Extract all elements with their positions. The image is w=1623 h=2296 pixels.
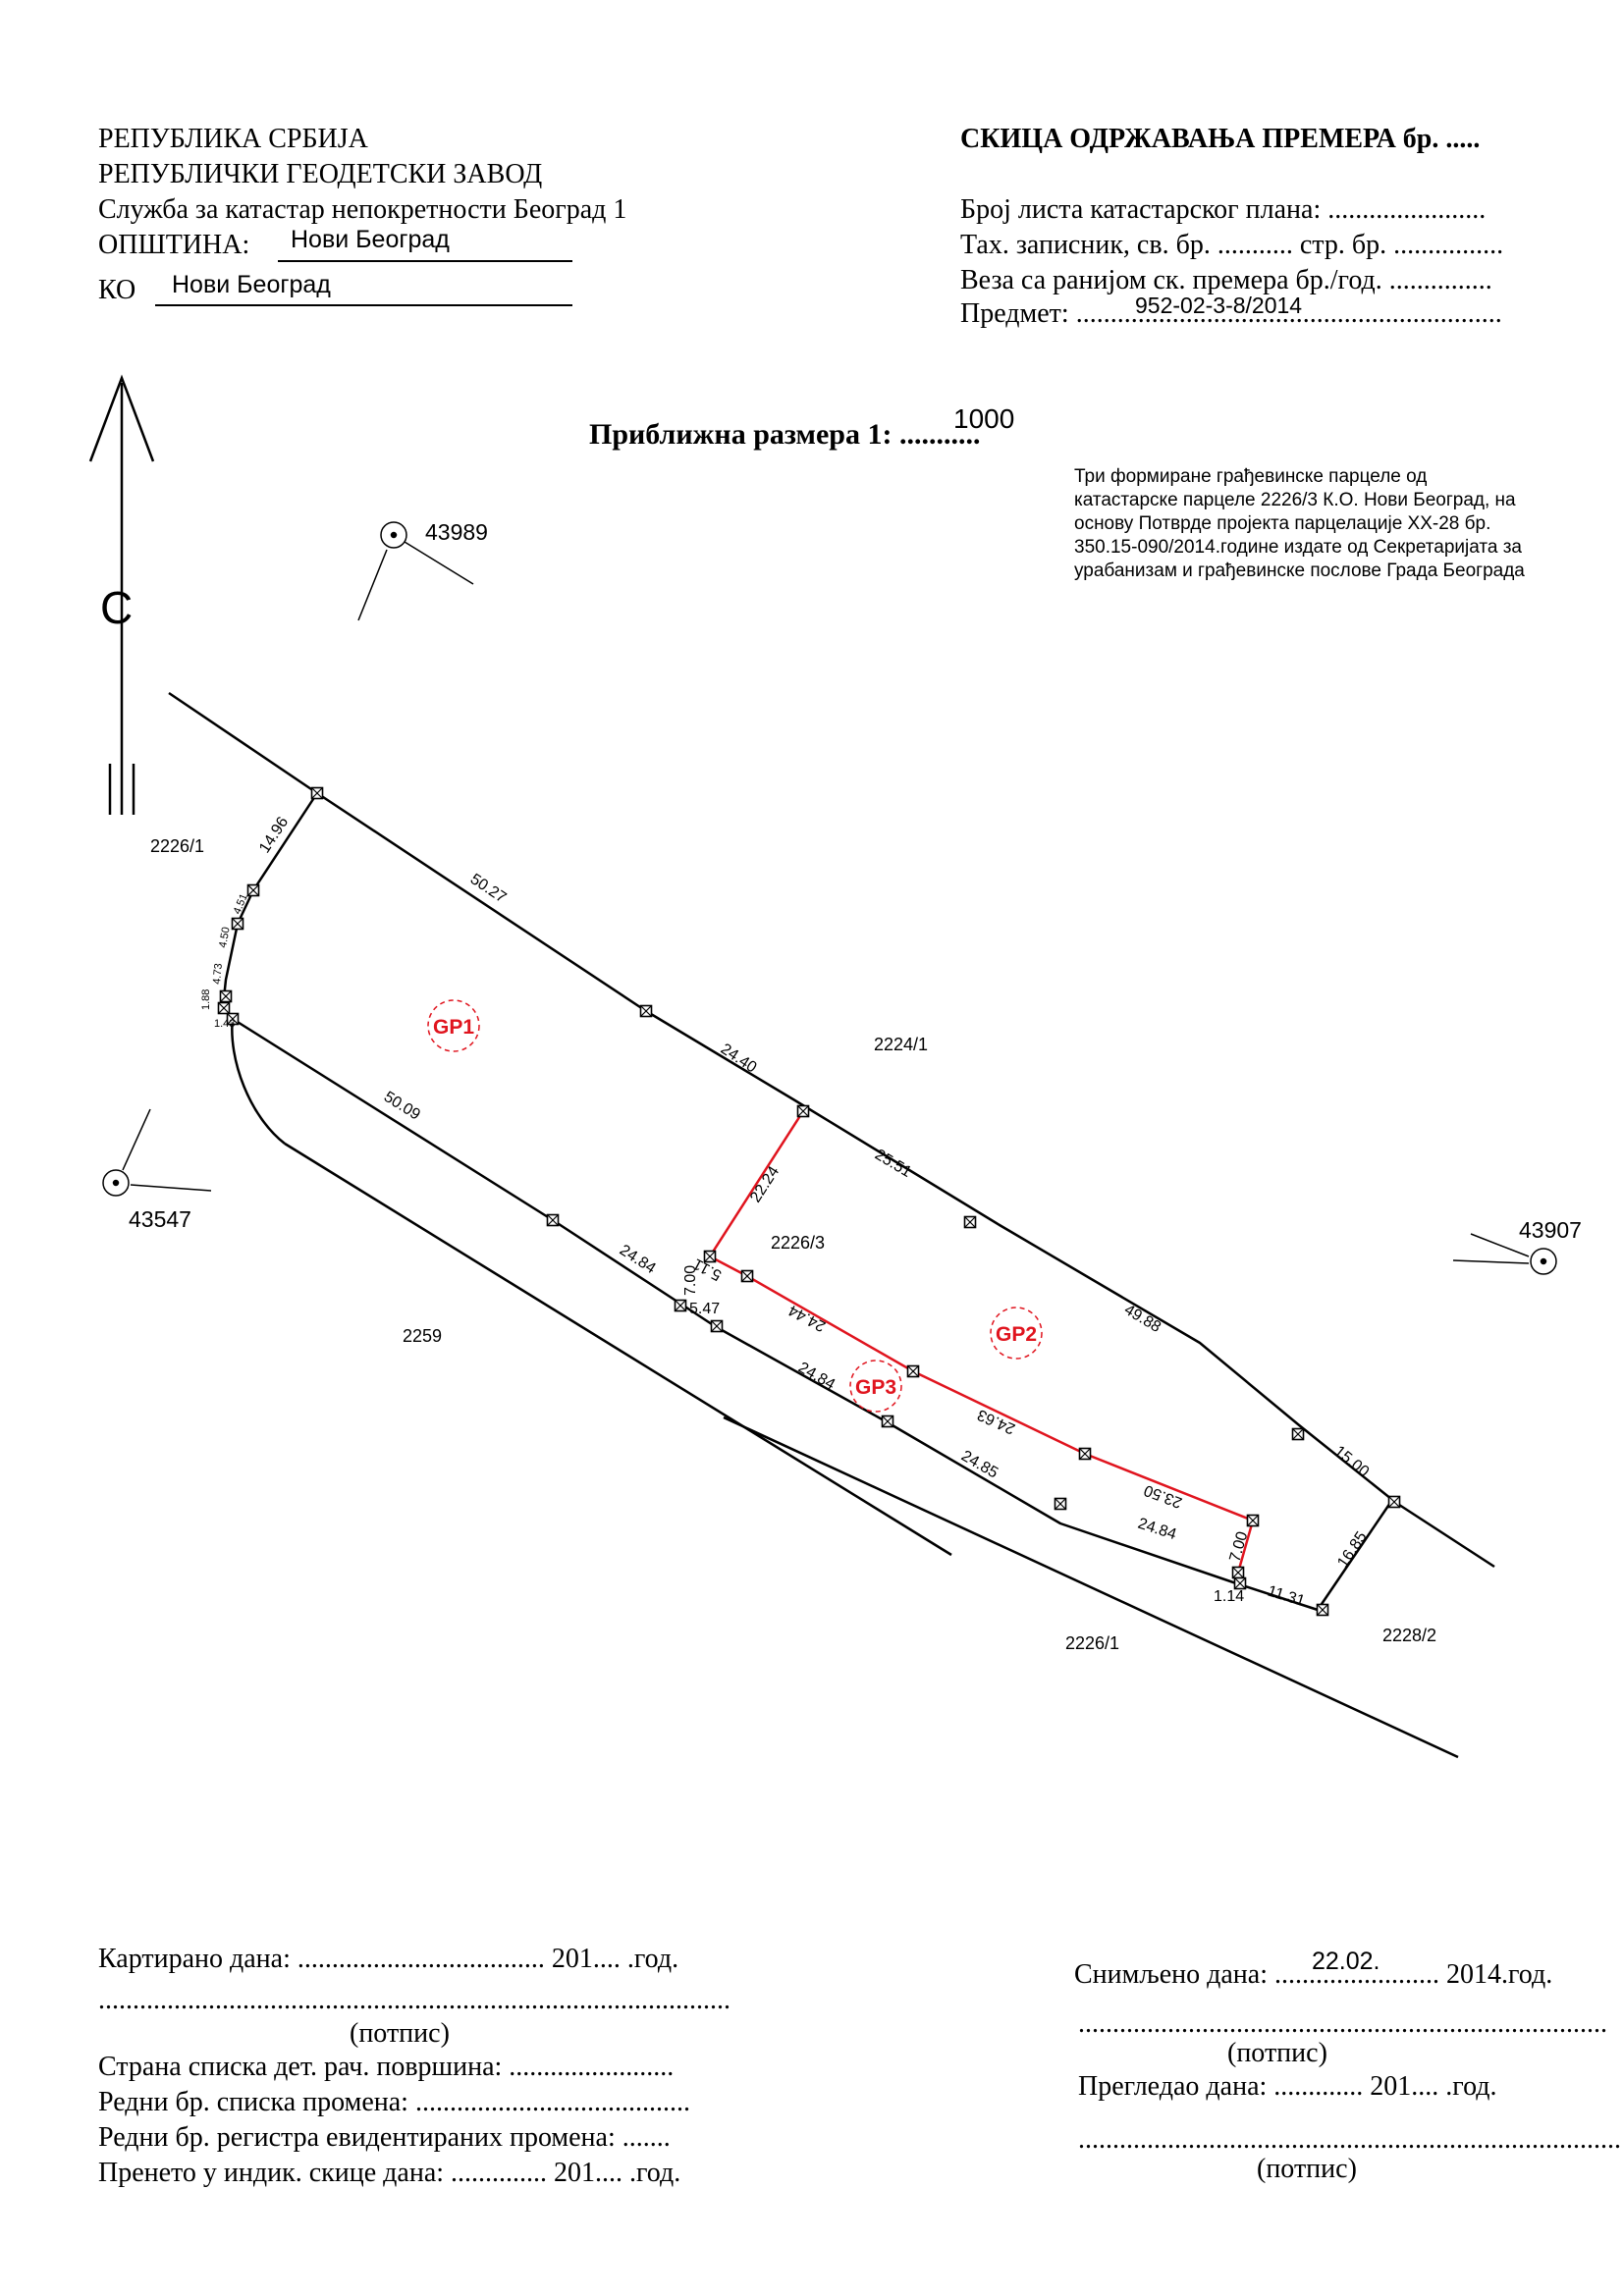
signature-label: (потпис) xyxy=(1227,2038,1327,2068)
measurement-label: 15.00 xyxy=(1330,1443,1372,1480)
measurement-label: 24.44 xyxy=(785,1302,828,1335)
measurement-label: 24.84 xyxy=(795,1360,838,1394)
ko-label: КО xyxy=(98,275,136,305)
measurement-label: 4.50 xyxy=(217,926,233,948)
control-point-43989-label: 43989 xyxy=(425,519,488,545)
control-point-43547-label: 43547 xyxy=(129,1206,191,1232)
signature-label: (потпис) xyxy=(350,2018,450,2049)
previous-sketch-line: Веза са ранијом ск. премера бр./год. ...… xyxy=(960,265,1492,295)
signature-line: ........................................… xyxy=(1078,2124,1621,2155)
measurement-label: 11.31 xyxy=(1266,1583,1307,1611)
control-point-icon xyxy=(357,521,474,621)
measurement-label: 1.88 xyxy=(200,989,212,1010)
gp1-label: GP1 xyxy=(433,1016,474,1039)
parcel-label: 2226/1 xyxy=(1065,1633,1119,1653)
measurement-label: 25.51 xyxy=(872,1147,914,1181)
republic-line: РЕПУБЛИКА СРБИЈА xyxy=(98,124,368,154)
municipality-value: Нови Београд xyxy=(291,226,450,253)
parcel-label: 2228/2 xyxy=(1382,1626,1436,1645)
measurement-label: 50.09 xyxy=(381,1089,423,1124)
measurement-label: 14.96 xyxy=(256,814,292,856)
gp2-label: GP2 xyxy=(996,1323,1037,1346)
north-arrow-icon xyxy=(88,374,155,815)
measurement-label: 24.84 xyxy=(617,1242,659,1277)
measurement-label: 7.00 xyxy=(682,1265,699,1296)
municipality-label: ОПШТИНА: xyxy=(98,230,250,260)
parcel-label: 2226/3 xyxy=(771,1233,825,1253)
parcel-label: 2224/1 xyxy=(874,1035,928,1054)
parcel-label: 2259 xyxy=(403,1326,442,1346)
area-list-line: Страна списка дет. рач. површина: ......… xyxy=(98,2052,675,2082)
surveyed-date-value: 22.02. xyxy=(1312,1948,1380,1975)
ko-underline xyxy=(155,304,572,306)
register-line: Редни бр. регистра евидентираних промена… xyxy=(98,2122,671,2153)
transferred-line: Пренето у индик. скице дана: ...........… xyxy=(98,2158,681,2188)
notebook-line: Тах. записник, св. бр. ........... стр. … xyxy=(960,230,1504,260)
survey-markers xyxy=(217,786,1401,1617)
sheet-number-line: Број листа катастарског плана: .........… xyxy=(960,194,1487,225)
ko-value: Нови Београд xyxy=(172,271,331,298)
signature-label: (потпис) xyxy=(1257,2154,1357,2184)
measurement-label: 7.00 xyxy=(1227,1529,1252,1564)
surveyed-date-line: Снимљено дана: ........................ … xyxy=(1074,1959,1553,1990)
measurement-label: 24.84 xyxy=(1136,1516,1178,1544)
institute-line: РЕПУБЛИЧКИ ГЕОДЕТСКИ ЗАВОД xyxy=(98,159,543,189)
measurement-label: 22.24 xyxy=(747,1163,783,1205)
reviewed-date-line: Прегледао дана: ............. 201.... .г… xyxy=(1078,2071,1497,2102)
change-list-line: Редни бр. списка промена: ..............… xyxy=(98,2087,690,2117)
control-point-icon xyxy=(1452,1233,1557,1275)
measurement-label: 50.27 xyxy=(467,871,510,906)
gp-circle-icon xyxy=(427,999,1043,1413)
scale-label: Приближна размера 1: ........... xyxy=(589,418,981,451)
measurement-label: 16.85 xyxy=(1334,1528,1371,1571)
signature-line: ........................................… xyxy=(98,1985,730,2015)
signature-line: ........................................… xyxy=(1078,2008,1607,2039)
parcelation-note: Три формиране грађевинске парцеле од кат… xyxy=(1074,466,1525,581)
control-point-icon xyxy=(102,1108,212,1197)
control-point-43907-label: 43907 xyxy=(1519,1217,1582,1243)
service-line: Служба за катастар непокретности Београд… xyxy=(98,194,627,225)
north-label: С xyxy=(100,582,133,633)
parcel-label: 2226/1 xyxy=(150,836,204,856)
gp3-label: GP3 xyxy=(855,1376,896,1399)
measurement-label: 4.73 xyxy=(211,963,225,985)
sketch-title: СКИЦА ОДРЖАВАЊА ПРЕМЕРА бр. ..... xyxy=(960,124,1481,154)
measurement-label: 1.14 xyxy=(1214,1588,1244,1605)
municipality-underline xyxy=(278,260,572,262)
measurement-label: 1.43 xyxy=(214,1018,235,1030)
measurement-label: 24.40 xyxy=(718,1041,760,1076)
measurement-label: 5.47 xyxy=(689,1301,720,1317)
measurement-label: 49.88 xyxy=(1121,1302,1163,1336)
subject-line: Предмет: ...............................… xyxy=(960,298,1502,329)
subject-value: 952-02-3-8/2014 xyxy=(1135,293,1303,318)
mapped-date-line: Картирано дана: ........................… xyxy=(98,1944,679,1974)
scale-value: 1000 xyxy=(953,403,1015,434)
